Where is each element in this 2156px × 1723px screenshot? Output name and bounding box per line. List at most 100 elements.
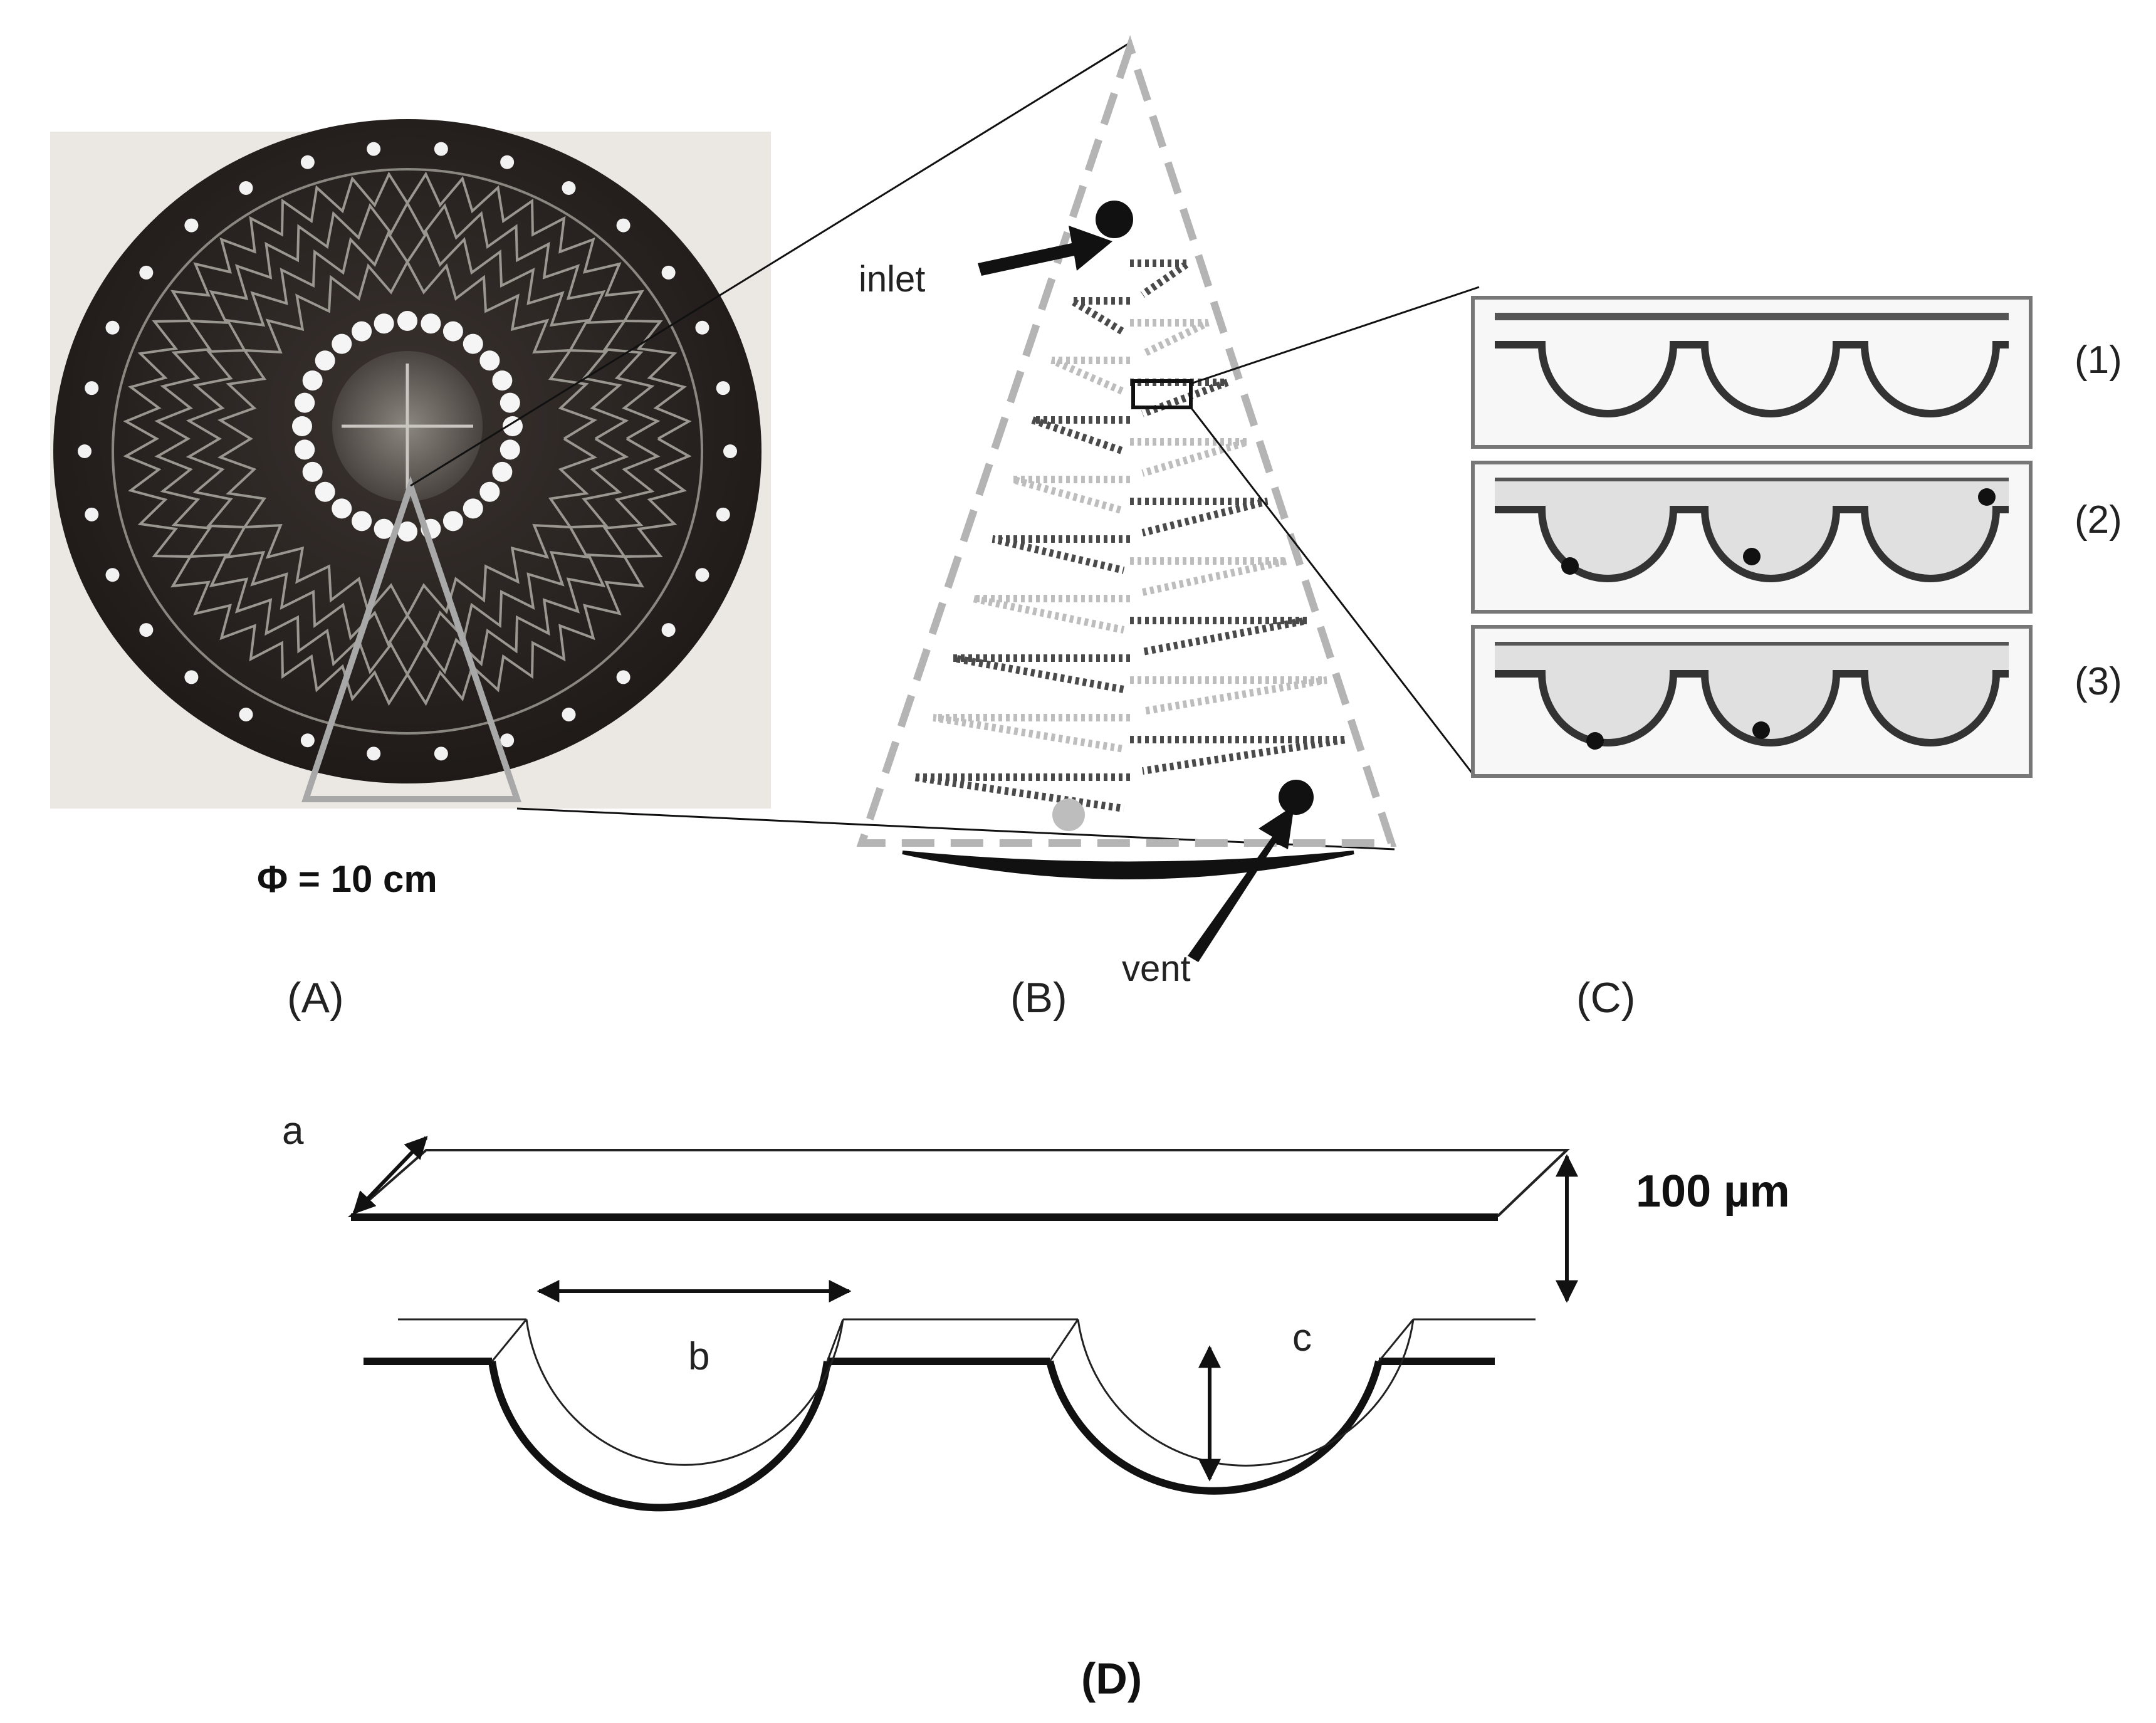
sector-channel	[913, 736, 1348, 812]
disc-hole	[661, 265, 676, 280]
disc-hole	[184, 218, 199, 233]
bead	[1052, 799, 1085, 831]
disc-hole	[85, 507, 99, 521]
hub-hole	[479, 350, 500, 371]
disc-hole	[367, 746, 381, 761]
dim-b-label: b	[688, 1335, 709, 1378]
disc-hole	[716, 381, 730, 395]
hub-hole	[302, 461, 323, 482]
hub-hole	[352, 511, 372, 532]
hub-hole	[500, 439, 520, 460]
disc-inner-holes	[292, 311, 523, 542]
hub-hole	[292, 416, 312, 436]
panel-d-channel-3d	[347, 1136, 1578, 1512]
inlet-port	[1096, 201, 1133, 238]
hub-hole	[374, 313, 394, 334]
hub-hole	[479, 481, 500, 502]
zoom-line-c-top	[1190, 286, 1480, 385]
sector-channel	[933, 676, 1327, 753]
disc-hole	[500, 733, 515, 748]
disc-hole	[239, 181, 253, 195]
panel-b-sector-schematic	[856, 34, 1397, 962]
zoom-sector-outline	[301, 476, 521, 802]
disc-hole	[139, 265, 154, 280]
hub-hole	[397, 521, 417, 542]
well-1	[488, 1361, 831, 1512]
disc-hole	[434, 746, 448, 761]
disc-hole	[139, 623, 154, 637]
hub-hole	[302, 370, 323, 391]
hub-hole	[332, 333, 352, 354]
channel-ring	[154, 200, 661, 678]
hub-hole	[503, 416, 523, 436]
disc-hole	[661, 623, 676, 637]
well-2-right-link	[1378, 1319, 1415, 1362]
bead	[1586, 732, 1604, 750]
disc-hole	[695, 320, 709, 335]
disc-hole	[105, 320, 120, 335]
channel-lid	[347, 1149, 1570, 1217]
hub-hole	[295, 439, 315, 460]
disc-hole	[562, 181, 576, 195]
zoom-line-c-bottom	[1190, 407, 1474, 775]
panel-a-disc-photo	[50, 119, 771, 809]
zoom-line-top	[410, 43, 1129, 487]
hub-hole	[421, 313, 441, 334]
well-1-right-link	[826, 1319, 844, 1362]
well-2	[1046, 1360, 1383, 1495]
cross-section-channel	[1495, 670, 2009, 746]
disc-hole	[184, 670, 199, 684]
disc-hole	[85, 381, 99, 395]
disc-hole	[367, 142, 381, 156]
hub-hole	[442, 321, 463, 342]
hub-hole	[492, 461, 513, 482]
inlet-label: inlet	[859, 259, 925, 300]
inlet-arrow	[978, 226, 1112, 276]
step-1-label: (1)	[2075, 338, 2122, 382]
vent-arrow	[1188, 805, 1294, 962]
channel-ring	[217, 259, 598, 619]
sector-channel	[1012, 438, 1249, 515]
hub-hole	[463, 498, 483, 519]
disc-hole	[300, 155, 315, 169]
hub-hole	[315, 481, 335, 502]
hub-hole	[332, 498, 352, 519]
disc-hole	[695, 568, 709, 582]
disc-hole	[616, 670, 631, 684]
hub-hole	[352, 321, 372, 342]
bead	[1752, 721, 1770, 739]
panel-a-label: (A)	[287, 974, 344, 1022]
hub-hole	[397, 311, 417, 331]
waste-reservoir	[902, 851, 1354, 879]
disc-hole	[723, 444, 737, 458]
cross-section-frame	[1471, 296, 2033, 449]
well-2-back	[1077, 1319, 1415, 1467]
sector-channel	[992, 498, 1269, 574]
hub-hole	[315, 350, 335, 371]
bead	[1561, 557, 1579, 575]
dim-a-label: a	[282, 1109, 304, 1153]
cross-section-liquid	[1495, 481, 2009, 579]
disc-outer-holes	[78, 142, 737, 761]
cross-section-channel	[1495, 506, 2009, 582]
step-2-label: (2)	[2075, 498, 2122, 542]
disc-hole	[562, 708, 576, 722]
disc-hole	[239, 708, 253, 722]
channel-ring-boundary	[112, 168, 703, 735]
hub-hole	[500, 392, 520, 413]
zoom-box	[1131, 379, 1193, 409]
sector-dashed-outline	[856, 34, 1397, 847]
disc-hole	[500, 155, 515, 169]
panel-d-label: (D)	[1081, 1654, 1142, 1703]
well-2-left-link	[1049, 1319, 1079, 1362]
dim-a-arrow	[352, 1136, 428, 1215]
hub-hole	[463, 333, 483, 354]
disc-hole	[434, 142, 448, 156]
vent-port	[1279, 780, 1314, 815]
sector-channel	[952, 617, 1308, 693]
dim-c-label: c	[1292, 1316, 1312, 1359]
well-1-left-link	[491, 1319, 528, 1362]
hub-hole	[492, 370, 513, 391]
disc-hole	[716, 507, 730, 521]
hub-hole	[374, 518, 394, 539]
